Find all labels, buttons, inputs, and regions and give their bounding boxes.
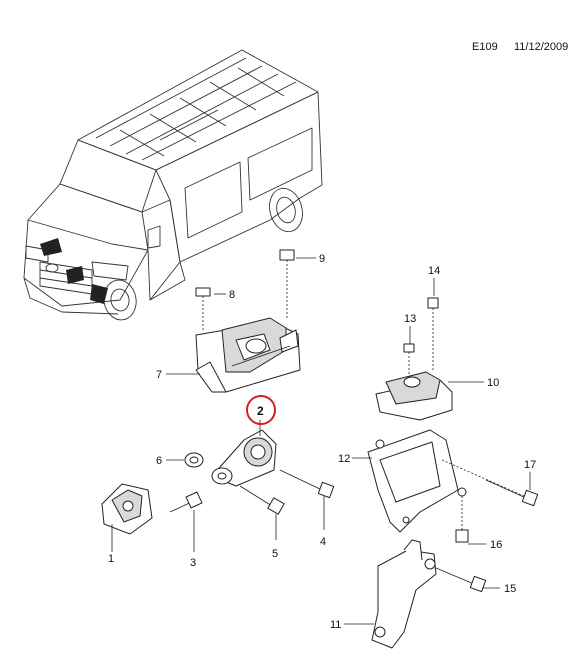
callout-11[interactable]: 11 <box>330 619 341 631</box>
callout-17[interactable]: 17 <box>524 459 536 471</box>
callout-16[interactable]: 16 <box>490 539 502 551</box>
callout-9[interactable]: 9 <box>319 253 325 265</box>
callout-12[interactable]: 12 <box>338 453 350 465</box>
part-12-support-bracket[interactable] <box>367 429 467 533</box>
bolt-3[interactable] <box>169 491 203 513</box>
callout-10[interactable]: 10 <box>487 377 499 389</box>
bolt-15[interactable] <box>435 567 487 593</box>
bolt-8[interactable] <box>195 287 211 330</box>
bolt-14[interactable] <box>427 297 439 372</box>
bolt-9[interactable] <box>279 249 295 320</box>
bolt-17[interactable] <box>441 459 539 507</box>
part-7-engine-mount[interactable] <box>195 317 301 393</box>
callout-4[interactable]: 4 <box>320 536 326 548</box>
part-2-torque-rod[interactable] <box>211 429 277 487</box>
bolt-5[interactable] <box>239 485 285 515</box>
part-11-lower-bracket[interactable] <box>371 539 437 649</box>
bolt-16[interactable] <box>455 496 469 543</box>
callout-3[interactable]: 3 <box>190 557 196 569</box>
callout-1[interactable]: 1 <box>108 553 114 565</box>
diagram-code: E109 <box>472 41 498 53</box>
leader-lines <box>111 257 531 625</box>
callout-8[interactable]: 8 <box>229 289 235 301</box>
callout-13[interactable]: 13 <box>404 313 416 325</box>
callout-7[interactable]: 7 <box>156 369 162 381</box>
highlight-circle-part-2 <box>246 395 276 425</box>
callout-6[interactable]: 6 <box>156 455 162 467</box>
callout-15[interactable]: 15 <box>504 583 516 595</box>
part-10-transmission-mount[interactable] <box>375 371 453 421</box>
van-illustration <box>23 49 323 321</box>
callout-2[interactable]: 2 <box>257 404 264 418</box>
part-1-mount-block[interactable] <box>101 483 153 535</box>
nut-6[interactable] <box>184 452 204 468</box>
bolt-13[interactable] <box>403 343 415 378</box>
callout-14[interactable]: 14 <box>428 265 440 277</box>
diagram-date: 11/12/2009 <box>514 41 569 53</box>
bolt-4[interactable] <box>279 469 335 499</box>
callout-5[interactable]: 5 <box>272 548 278 560</box>
